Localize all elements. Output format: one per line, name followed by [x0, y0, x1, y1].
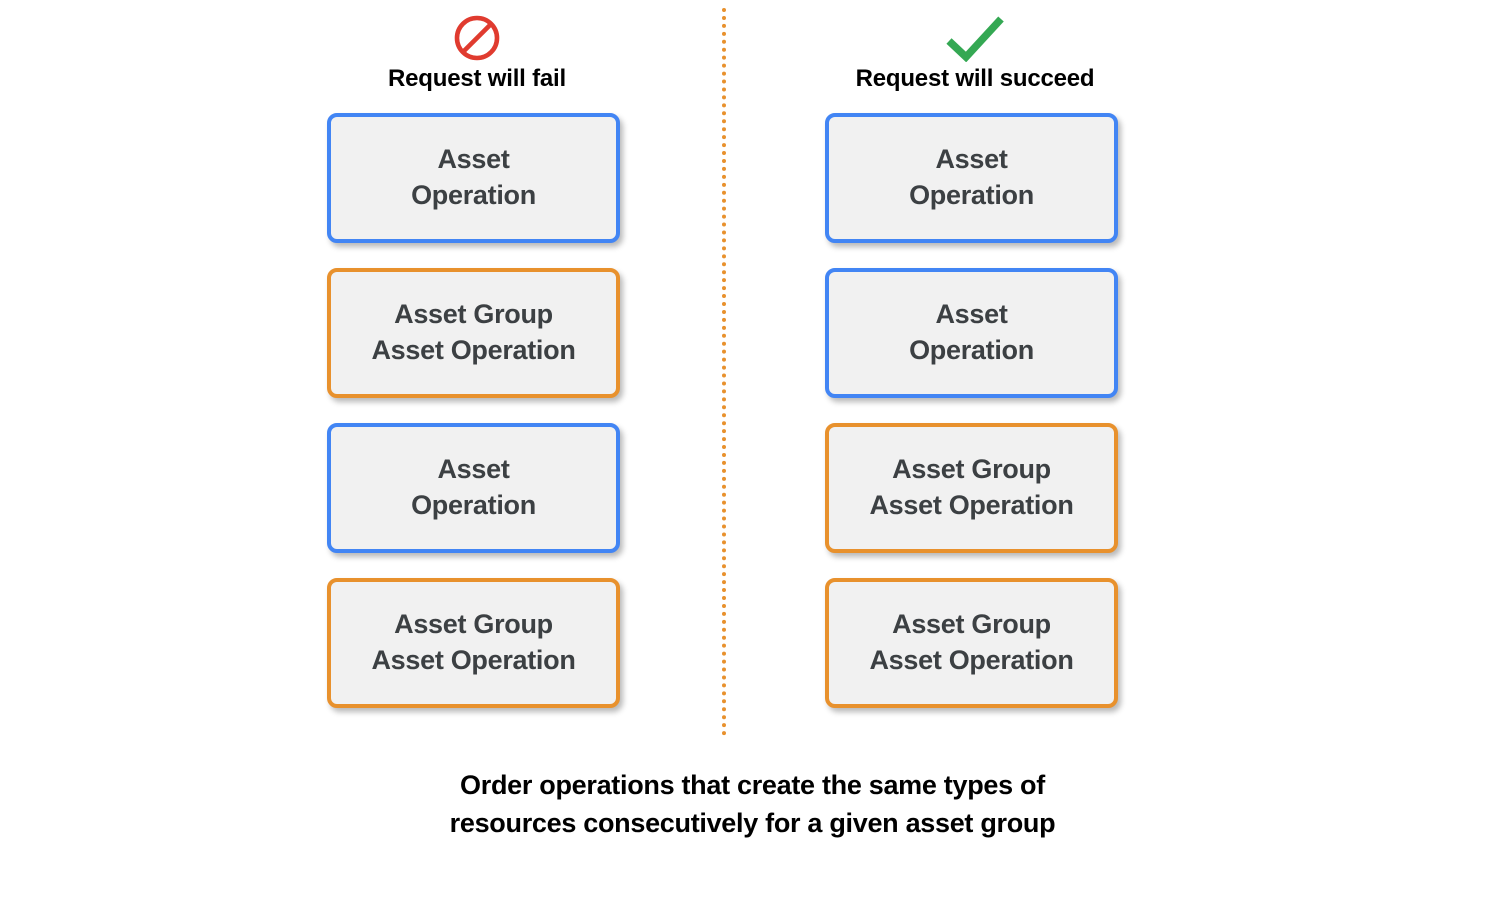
- node-box-asset-operation[interactable]: Asset Operation: [327, 423, 620, 553]
- box-stack-succeed: Asset Operation Asset Operation Asset Gr…: [825, 113, 1125, 708]
- node-box-label: Asset Operation: [411, 454, 536, 520]
- node-box-label: Asset Group Asset Operation: [869, 609, 1074, 675]
- column-title-succeed: Request will succeed: [855, 65, 1095, 92]
- node-box-asset-group-asset-operation[interactable]: Asset Group Asset Operation: [825, 423, 1118, 553]
- vertical-dotted-divider: [722, 8, 726, 736]
- node-box-label: Asset Operation: [909, 299, 1034, 365]
- node-box-label: Asset Operation: [909, 144, 1034, 210]
- node-box-label: Asset Group Asset Operation: [371, 609, 576, 675]
- node-box-asset-operation[interactable]: Asset Operation: [825, 113, 1118, 243]
- node-box-asset-group-asset-operation[interactable]: Asset Group Asset Operation: [327, 578, 620, 708]
- checkmark-icon: [944, 12, 1006, 64]
- column-title-fail: Request will fail: [388, 65, 566, 92]
- node-box-asset-group-asset-operation[interactable]: Asset Group Asset Operation: [825, 578, 1118, 708]
- column-header-fail: Request will fail: [327, 12, 627, 110]
- column-request-will-fail: Request will fail Asset Operation Asset …: [327, 12, 627, 708]
- box-stack-fail: Asset Operation Asset Group Asset Operat…: [327, 113, 627, 708]
- column-request-will-succeed: Request will succeed Asset Operation Ass…: [825, 12, 1125, 708]
- prohibition-icon: [453, 12, 501, 64]
- node-box-asset-operation[interactable]: Asset Operation: [825, 268, 1118, 398]
- node-box-label: Asset Group Asset Operation: [371, 299, 576, 365]
- diagram-caption: Order operations that create the same ty…: [449, 770, 1056, 839]
- node-box-asset-operation[interactable]: Asset Operation: [327, 113, 620, 243]
- column-header-succeed: Request will succeed: [825, 12, 1125, 110]
- node-box-asset-group-asset-operation[interactable]: Asset Group Asset Operation: [327, 268, 620, 398]
- node-box-label: Asset Operation: [411, 144, 536, 210]
- node-box-label: Asset Group Asset Operation: [869, 454, 1074, 520]
